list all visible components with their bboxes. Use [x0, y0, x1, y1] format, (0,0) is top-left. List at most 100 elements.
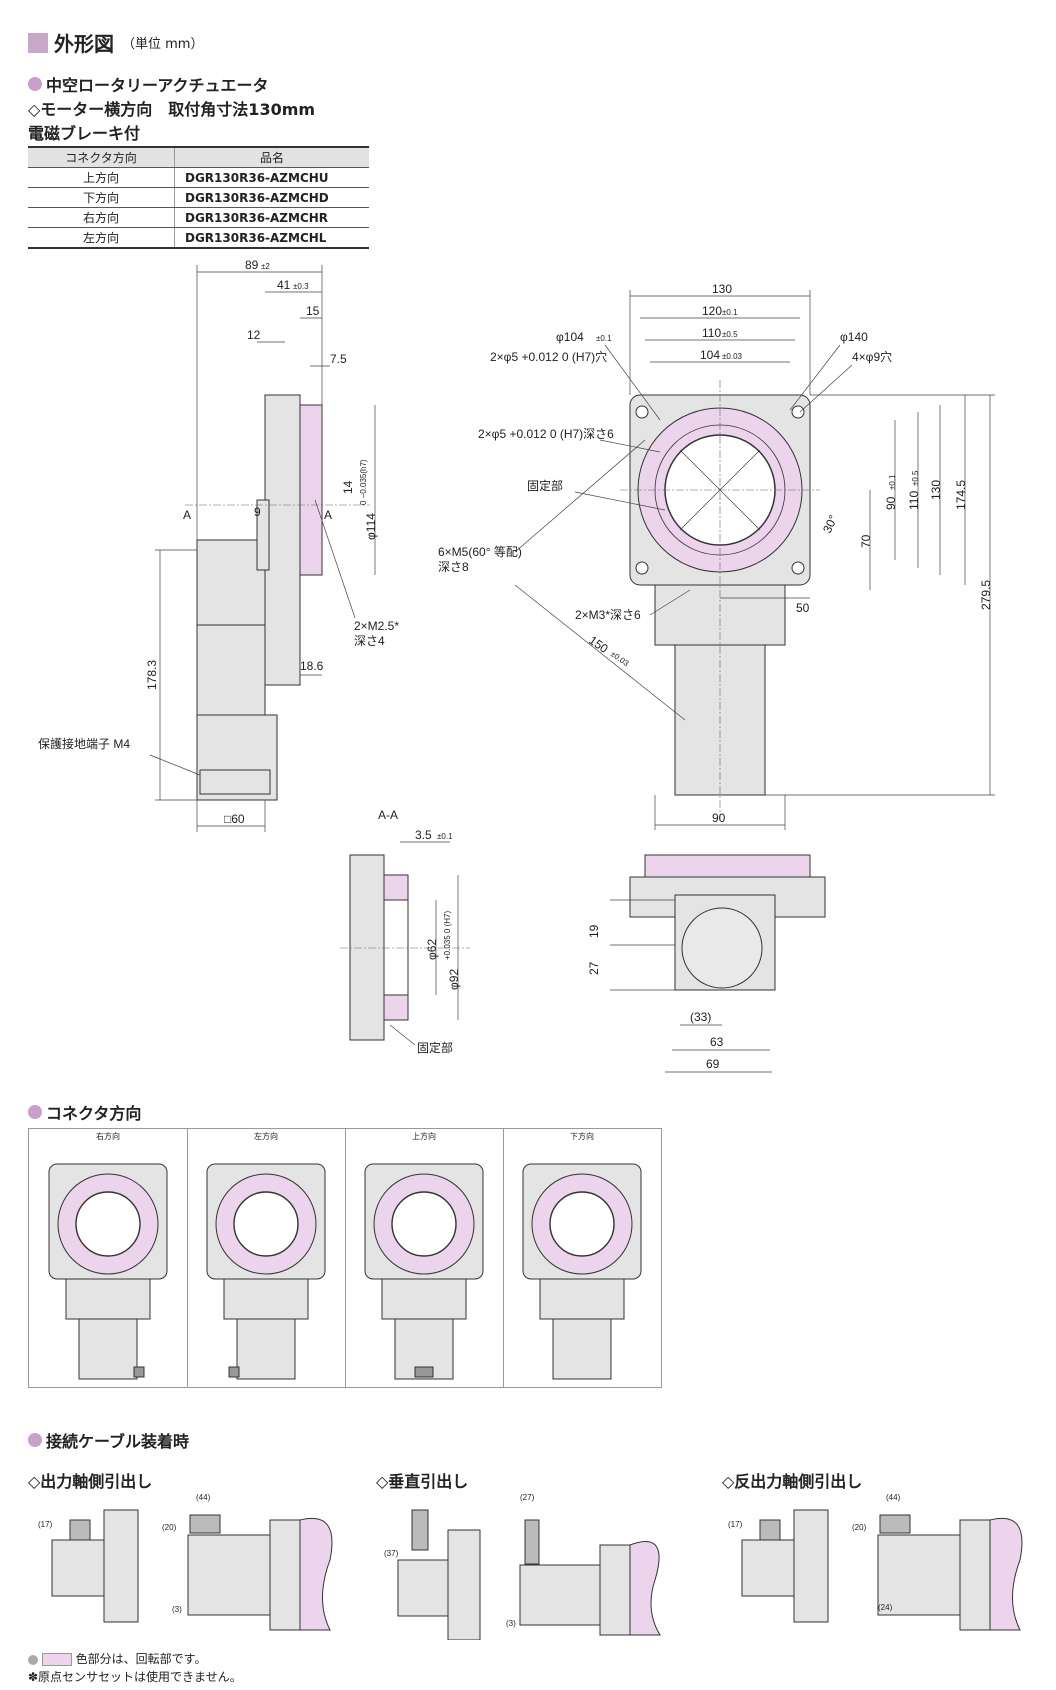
dim-12: 12 — [247, 328, 261, 342]
svg-text:(27): (27) — [520, 1493, 535, 1502]
svg-text:±0.3: ±0.3 — [293, 282, 309, 291]
front-view: 130 120 ±0.1 110 ±0.5 104 ±0.03 φ104 ±0.… — [438, 282, 995, 830]
table-header: 品名 — [174, 146, 369, 168]
product-name: 中空ロータリーアクチュエータ — [28, 72, 269, 96]
svg-text:±0.03: ±0.03 — [609, 649, 631, 668]
dim-15: 15 — [306, 304, 320, 318]
section-fixed-label: 固定部 — [417, 1040, 453, 1055]
mount-hole — [791, 405, 805, 419]
connector-drawing — [364, 1163, 484, 1380]
dim-7-5: 7.5 — [330, 352, 347, 366]
bottom-rotating — [644, 854, 811, 878]
cable-group-label: ◇出力軸側引出し — [28, 1472, 153, 1491]
cable-drawings: (17) (44) (20) (3) (37) (27) (3) (17) (4… — [38, 1493, 1023, 1640]
dim-70: 70 — [859, 534, 873, 548]
mount-hole — [635, 405, 649, 419]
section-body — [349, 854, 385, 1041]
dim-63: 63 — [710, 1035, 724, 1049]
brake-label: 電磁ブレーキ付 — [28, 124, 141, 143]
svg-text:130: 130 — [929, 480, 943, 500]
dim-130: 130 — [712, 282, 732, 296]
svg-text:(20): (20) — [852, 1523, 867, 1532]
dim-90: 90 — [712, 811, 726, 825]
table-header: コネクタ方向 — [28, 146, 175, 168]
svg-text:±0.5: ±0.5 — [911, 470, 920, 486]
flange-step — [256, 499, 270, 571]
connector-drawing — [206, 1163, 326, 1380]
connector-cell-right: 右方向 — [29, 1129, 188, 1387]
pink-swatch — [41, 1653, 72, 1666]
title-square-icon — [28, 32, 48, 53]
cable-section-title: 接続ケーブル装着時 — [28, 1428, 189, 1452]
phi140-label: φ140 — [840, 330, 868, 344]
svg-text:104: 104 — [700, 348, 720, 362]
section-aa: A-A 3.5 ±0.1 φ62 φ92 +0.035 0 (H7) 固定部 — [340, 808, 470, 1055]
phi104-label: φ104 — [556, 330, 584, 344]
connector-cell-down: 下方向 — [503, 1129, 661, 1387]
svg-text:(3): (3) — [172, 1605, 182, 1614]
table-flange — [264, 394, 301, 686]
hole5-depth-label: 2×φ5 +0.012 0 (H7)深さ6 — [478, 427, 614, 441]
angle-30: 30° — [820, 513, 840, 536]
svg-text:±0.1: ±0.1 — [437, 832, 453, 841]
dim-33: (33) — [690, 1010, 711, 1024]
svg-text:+0.035 0 (H7): +0.035 0 (H7) — [443, 911, 452, 960]
svg-text:174.5: 174.5 — [954, 480, 968, 510]
svg-text:0 −0.035(h7): 0 −0.035(h7) — [359, 459, 368, 505]
connector-cell-left: 左方向 — [187, 1129, 346, 1387]
side-view: 89 ±2 41 ±0.3 15 12 7.5 A A 9 14 φ114 0 … — [38, 258, 399, 832]
cable-drawing-anti-output-side: (17) (44) (20) (24) — [728, 1493, 1023, 1631]
bottom-motor-face — [681, 907, 763, 989]
bottom-view: 19 27 (33) 63 69 — [587, 854, 826, 1073]
bullet-icon — [28, 1105, 42, 1119]
motor-body — [196, 624, 266, 716]
dim-41: 41 — [277, 278, 291, 292]
mount-hole — [791, 561, 805, 575]
connector-drawing — [48, 1163, 168, 1380]
svg-text:(44): (44) — [196, 1493, 211, 1502]
dim-sq60: □60 — [224, 812, 245, 826]
svg-text:±0.03: ±0.03 — [722, 352, 743, 361]
cable-group-label: ◇垂直引出し — [376, 1472, 469, 1491]
dim-14: 14 — [341, 480, 355, 494]
svg-text:110: 110 — [907, 491, 921, 510]
m3-label: 2×M3*深さ6 — [575, 608, 641, 622]
dim-18-6: 18.6 — [300, 659, 324, 673]
svg-text:±0.1: ±0.1 — [722, 308, 738, 317]
dim-phi92: φ92 — [447, 969, 461, 990]
ground-terminal-block — [199, 769, 271, 795]
hole5-label: 2×φ5 +0.012 0 (H7)穴 — [490, 349, 607, 364]
gear-housing — [196, 539, 266, 626]
dim-19: 19 — [587, 924, 601, 938]
note-rotating: 色部分は、回転部です。 — [28, 1650, 206, 1667]
cable-drawing-output-side: (17) (44) (20) (3) — [38, 1493, 333, 1631]
dimension-drawing: 89 ±2 41 ±0.3 15 12 7.5 A A 9 14 φ114 0 … — [38, 258, 995, 1073]
dim-27: 27 — [587, 961, 601, 975]
m5-label: 6×M5(60° 等配) — [438, 545, 522, 559]
connector-grid: 右方向 左方向 上方向 下方 — [28, 1128, 662, 1388]
bullet-icon — [28, 1433, 42, 1447]
unit-label: （単位 mm） — [122, 37, 204, 52]
dim-50: 50 — [796, 601, 810, 615]
hole9-label: 4×φ9穴 — [852, 349, 892, 364]
dim-phi62: φ62 — [425, 939, 439, 960]
cable-drawing-vertical: (37) (27) (3) — [384, 1493, 661, 1640]
dim-89: 89 — [245, 258, 259, 272]
svg-text:110: 110 — [702, 326, 721, 340]
svg-text:(44): (44) — [886, 1493, 901, 1502]
svg-text:(20): (20) — [162, 1523, 177, 1532]
svg-text:120: 120 — [702, 304, 722, 318]
dim-150: 150 — [586, 633, 611, 656]
svg-text:(37): (37) — [384, 1549, 399, 1558]
dim-9: 9 — [254, 505, 261, 519]
m25-depth: 深さ4 — [354, 634, 385, 648]
svg-text:279.5: 279.5 — [979, 580, 993, 610]
connector-section-title: コネクタ方向 — [28, 1100, 141, 1124]
ground-terminal-label: 保護接地端子 M4 — [38, 736, 130, 751]
svg-text:(24): (24) — [878, 1603, 893, 1612]
connector-cell-up: 上方向 — [345, 1129, 504, 1387]
